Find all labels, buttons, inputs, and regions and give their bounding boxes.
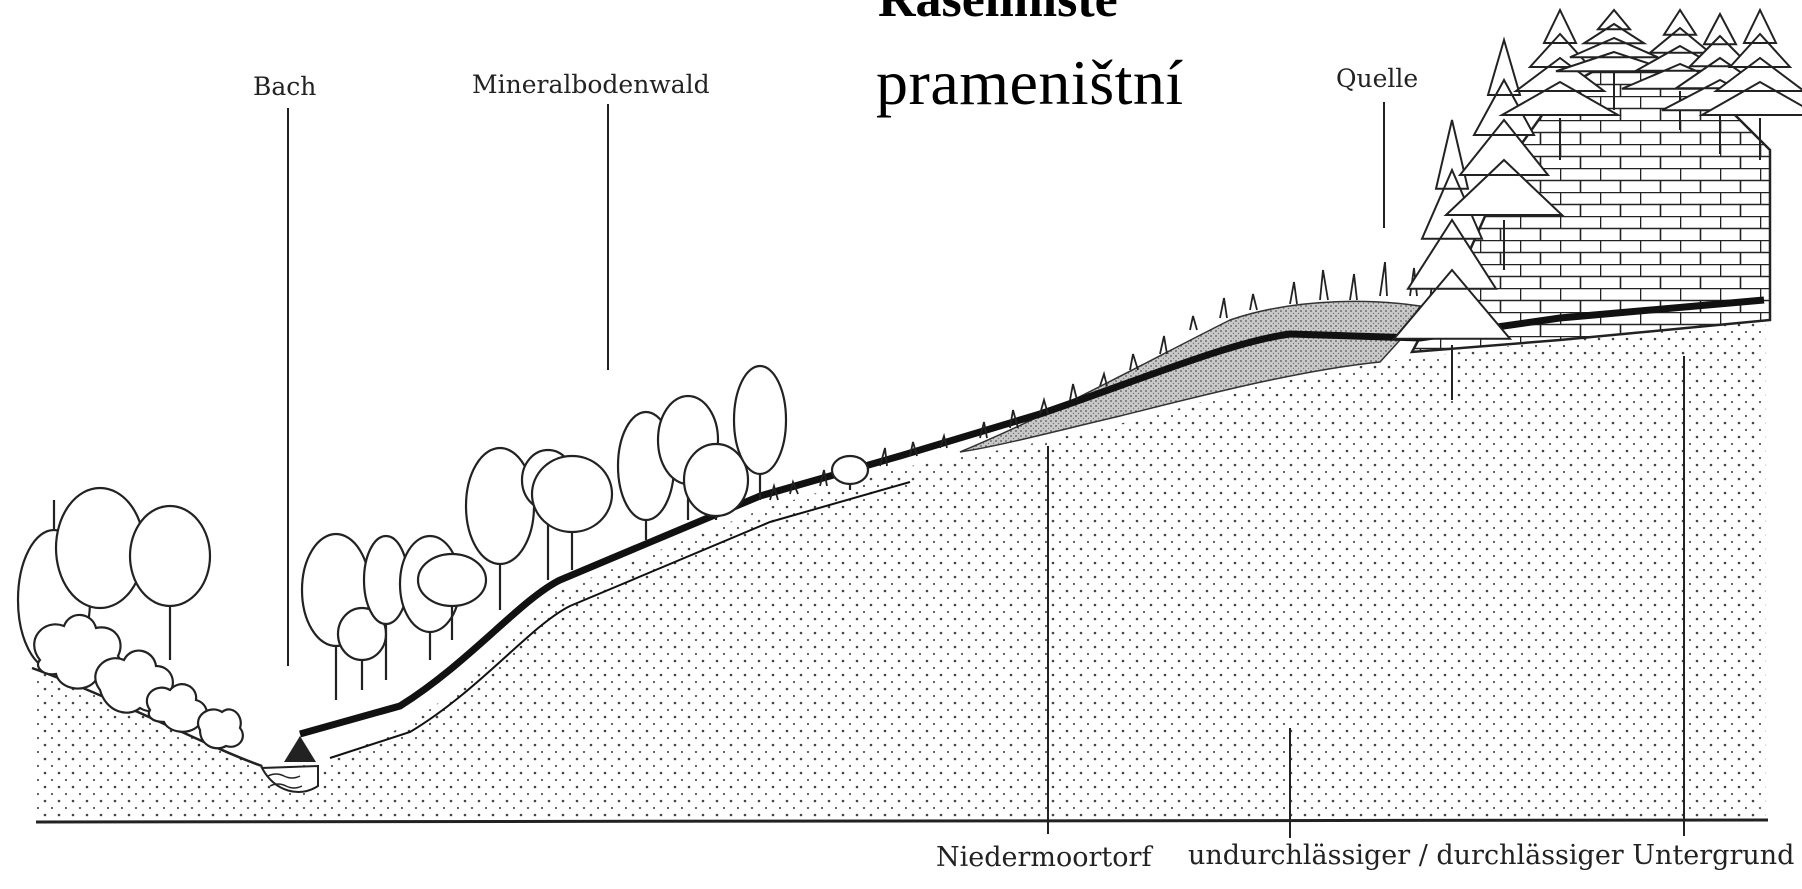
title-sub: prameništní — [876, 46, 1184, 120]
label-niedermoortorf: Niedermoortorf — [936, 842, 1151, 873]
tree-icon — [418, 554, 486, 606]
tree-icon — [532, 456, 612, 532]
tree-icon — [130, 506, 210, 606]
tree-icon — [466, 448, 534, 564]
tree-icon — [684, 444, 748, 516]
tree-icon — [832, 456, 868, 484]
ground-baseline — [36, 820, 1768, 822]
label-bach: Bach — [253, 72, 316, 101]
label-mineralbodenwald: Mineralbodenwald — [472, 70, 710, 99]
tree-icon — [734, 366, 786, 474]
water-triangle-icon — [284, 736, 316, 762]
label-untergrund: undurchlässiger / durchlässiger Untergru… — [1188, 840, 1794, 871]
title-main: Rašeliniště — [878, 0, 1118, 29]
label-quelle: Quelle — [1336, 64, 1418, 93]
